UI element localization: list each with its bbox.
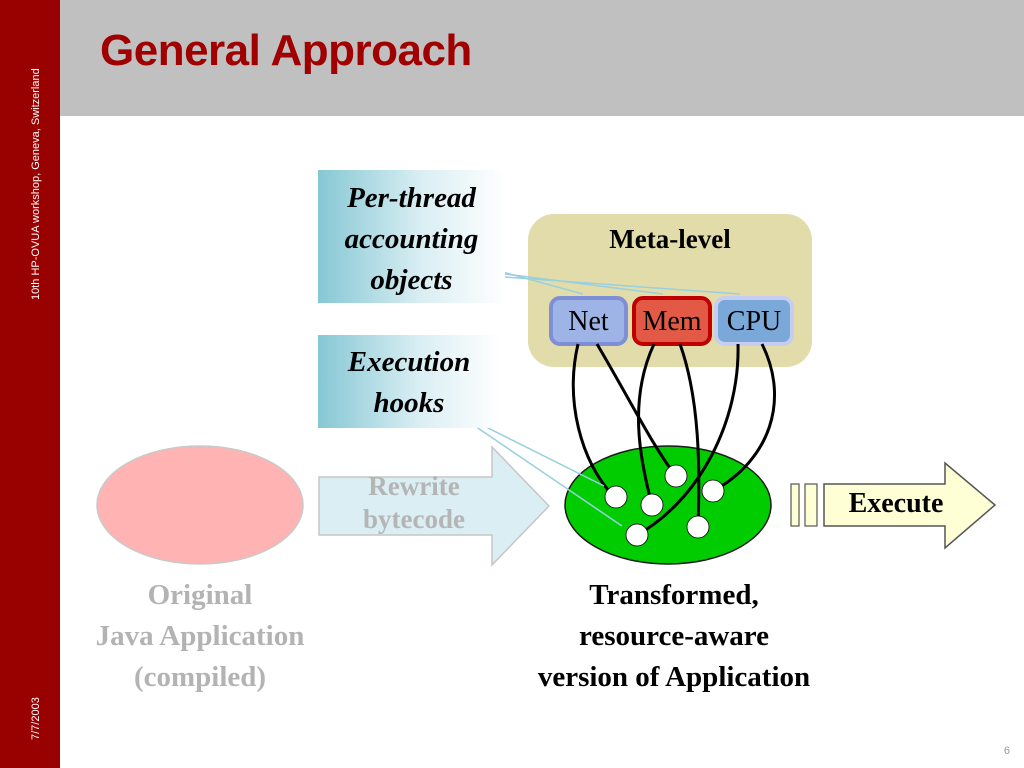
rewrite-line1: Rewrite [368, 471, 460, 501]
hook-node [664, 464, 688, 488]
page-title: General Approach [100, 26, 472, 75]
mem-box [632, 296, 712, 346]
sidebar: 10th HP-OVUA workshop, Geneva, Switzerla… [0, 0, 60, 768]
execute-stripe [790, 483, 800, 527]
mem-label: Mem [642, 306, 702, 337]
hooks-line1: Execution [347, 346, 471, 378]
hooks-line2: hooks [373, 387, 445, 419]
original-line3: (compiled) [133, 661, 267, 693]
hook-node [686, 515, 710, 539]
meta-level-title: Meta-level [609, 224, 731, 254]
hook-nodes [604, 464, 725, 547]
execute-stripe [804, 483, 818, 527]
execute-label: Execute [848, 488, 944, 519]
per-thread-accounting-box [318, 170, 505, 303]
per-thread-line2: accounting [344, 223, 479, 255]
net-box [549, 296, 628, 346]
page-number: 6 [1003, 745, 1010, 757]
per-thread-line3: objects [370, 264, 453, 296]
execution-hooks-label: Execution hooks [318, 342, 500, 424]
net-label: Net [568, 306, 609, 337]
rewrite-bytecode-label: Rewrite bytecode [334, 470, 494, 536]
connection-curves [571, 343, 777, 537]
transformed-app-caption: Transformed, resource-aware version of A… [494, 575, 854, 698]
original-line2: Java Application [95, 620, 305, 652]
hook-node [701, 479, 725, 503]
transformed-line2: resource-aware [578, 620, 770, 652]
original-app-caption: Original Java Application (compiled) [60, 575, 340, 698]
cpu-label: CPU [726, 306, 782, 337]
hook-node [604, 485, 628, 509]
rewrite-line2: bytecode [363, 504, 465, 534]
per-thread-accounting-label: Per-thread accounting objects [318, 178, 505, 301]
transformed-line3: version of Application [537, 661, 811, 693]
rewrite-arrow [318, 445, 551, 567]
hook-node [625, 523, 649, 547]
execute-arrow [823, 461, 997, 550]
hook-node [640, 493, 664, 517]
original-line1: Original [147, 579, 253, 611]
transformed-line1: Transformed, [589, 579, 759, 611]
hook-lines [463, 267, 741, 527]
cpu-box [714, 296, 794, 346]
execution-hooks-box [318, 335, 500, 428]
per-thread-line1: Per-thread [347, 182, 476, 214]
original-app-ellipse [96, 445, 304, 565]
header-band [60, 0, 1024, 116]
transformed-app-ellipse [564, 445, 772, 565]
